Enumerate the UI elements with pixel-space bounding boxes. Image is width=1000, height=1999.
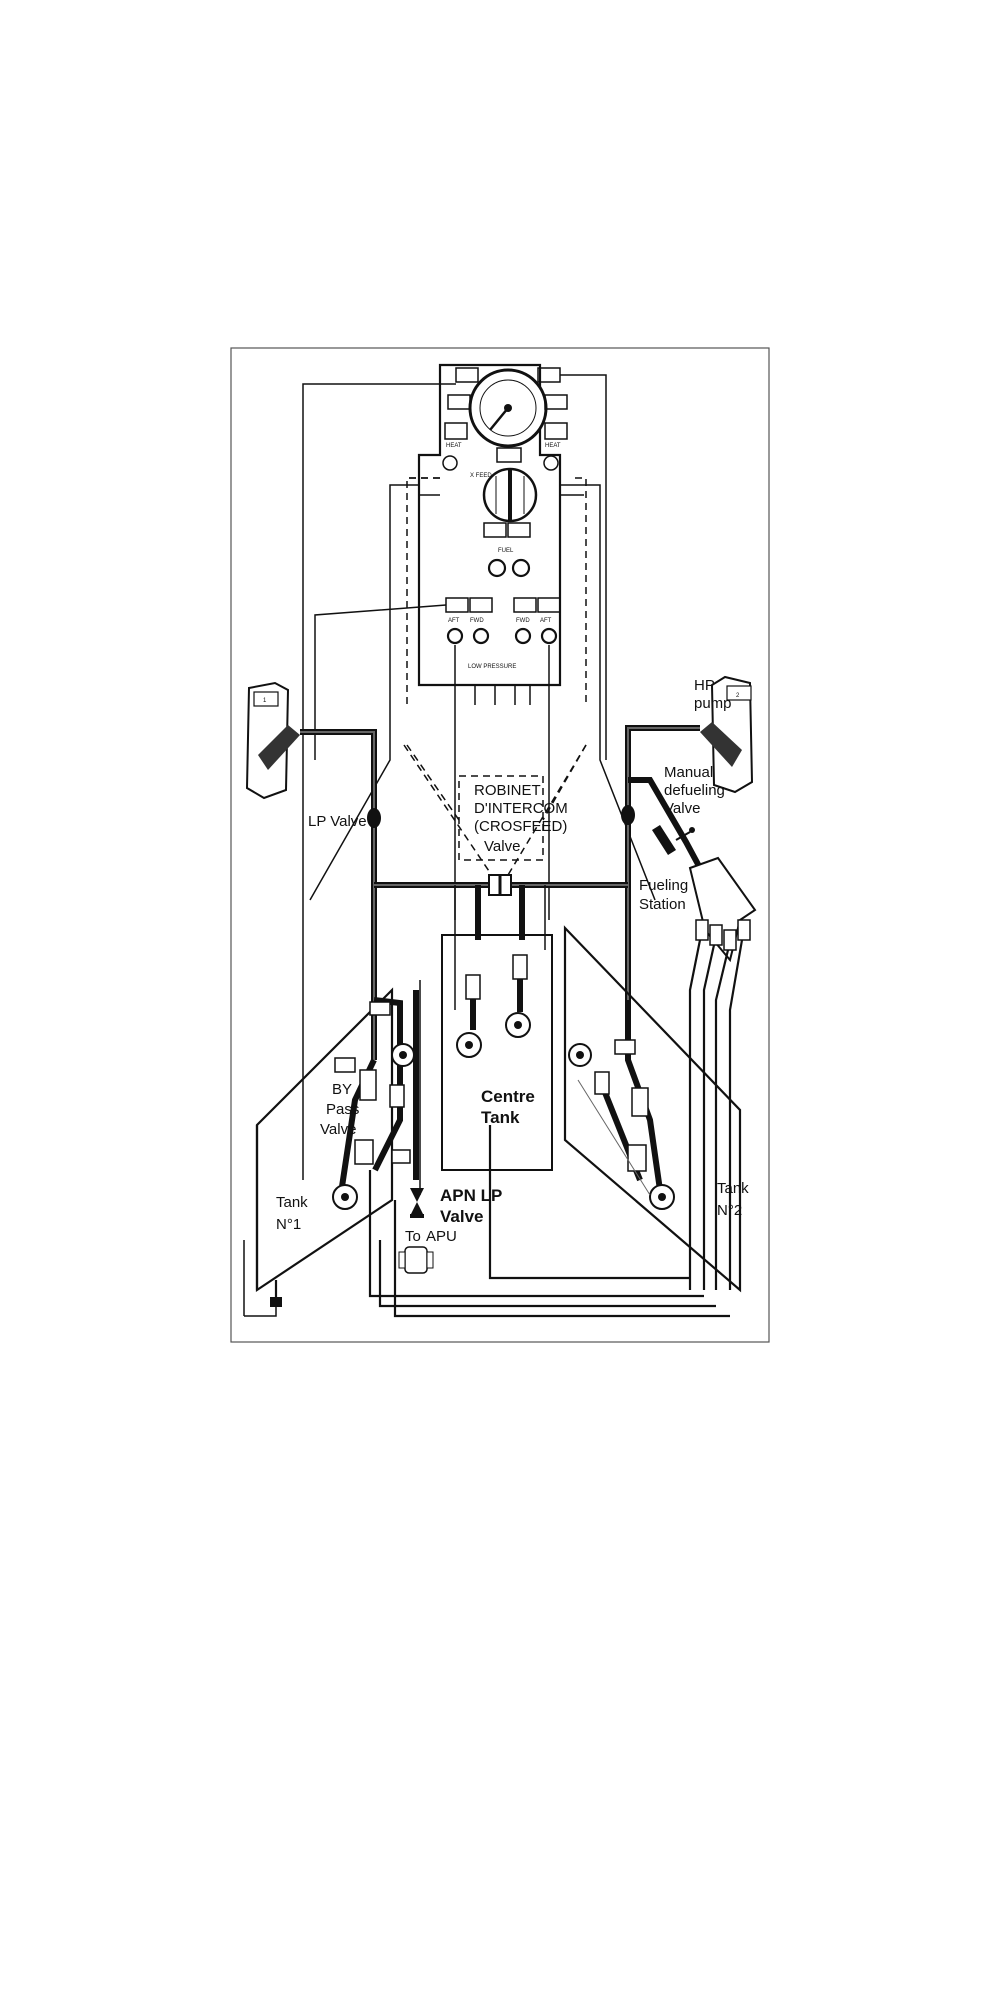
robinet-label-line2: D'INTERCOM <box>474 800 568 817</box>
robinet-label-line1: ROBINET <box>474 782 541 799</box>
tank-2 <box>563 925 742 1293</box>
pump-aft-1: AFT <box>448 618 460 624</box>
engine-1-number: 1 <box>263 698 267 704</box>
centre-tank <box>441 934 553 1171</box>
pump-fwd-2: FWD <box>516 618 530 624</box>
tank-1 <box>255 987 415 1307</box>
manual-defueling-label-line1: Manual <box>664 764 713 781</box>
apn-lp-valve-label-line2: Valve <box>440 1207 484 1226</box>
apn-lp-valve-label-line1: APN LP <box>440 1186 502 1205</box>
hp-pump-label-line2: pump <box>694 695 732 712</box>
to-apu-label-line1: To <box>405 1228 421 1245</box>
tank-1-label-line1: Tank <box>276 1194 308 1211</box>
cockpit-fuel-panel: HEAT HEAT X FEED FUEL AFT FWD FWD AFT LO… <box>417 363 568 687</box>
return-lines <box>243 1000 730 1318</box>
bypass-valve-label-line1: BY <box>332 1081 352 1098</box>
centre-tank-label-line2: Tank <box>481 1108 520 1127</box>
crossfeed-valve <box>488 874 512 896</box>
crossfeed-valve-box <box>403 744 587 881</box>
tank-2-label-line1: Tank <box>717 1180 749 1197</box>
apn-lp-valve <box>410 1188 424 1218</box>
low-pressure-label: LOW PRESSURE <box>468 664 516 670</box>
bypass-valve-label-line2: Pass <box>326 1101 359 1118</box>
engine-2-number: 2 <box>736 693 740 699</box>
lp-valve-2 <box>621 805 635 825</box>
heat-right-label: HEAT <box>545 443 561 449</box>
apu-connector <box>398 1246 434 1274</box>
manual-defueling-label-line3: Valve <box>664 800 700 817</box>
robinet-label-line4: Valve <box>484 838 520 855</box>
engine-1: 1 <box>245 681 300 800</box>
lp-valve-label: LP Valve <box>308 813 367 830</box>
to-apu-label-line2: APU <box>426 1228 457 1245</box>
fueling-station <box>688 856 757 1290</box>
bypass-valve-label-line3: Valve <box>320 1121 356 1138</box>
heat-left-label: HEAT <box>446 443 462 449</box>
engine-2: 2 <box>700 675 754 794</box>
robinet-label-line3: (CROSFEED) <box>474 818 567 835</box>
manual-defueling-valve <box>652 825 695 855</box>
fuel-label: FUEL <box>498 548 514 554</box>
lp-valve-1 <box>367 808 381 828</box>
fueling-station-label-line2: Station <box>639 896 686 913</box>
manual-defueling-label-line2: defueling <box>664 782 725 799</box>
fueling-station-label-line1: Fueling <box>639 877 688 894</box>
pump-aft-2: AFT <box>540 618 552 624</box>
tank-2-label-line2: N°2 <box>717 1202 742 1219</box>
centre-tank-label-line1: Centre <box>481 1087 535 1106</box>
pump-fwd-1: FWD <box>470 618 484 624</box>
hp-pump-label-line1: HP <box>694 677 715 694</box>
xfeed-label: X FEED <box>470 473 492 479</box>
tank-1-label-line2: N°1 <box>276 1216 301 1233</box>
